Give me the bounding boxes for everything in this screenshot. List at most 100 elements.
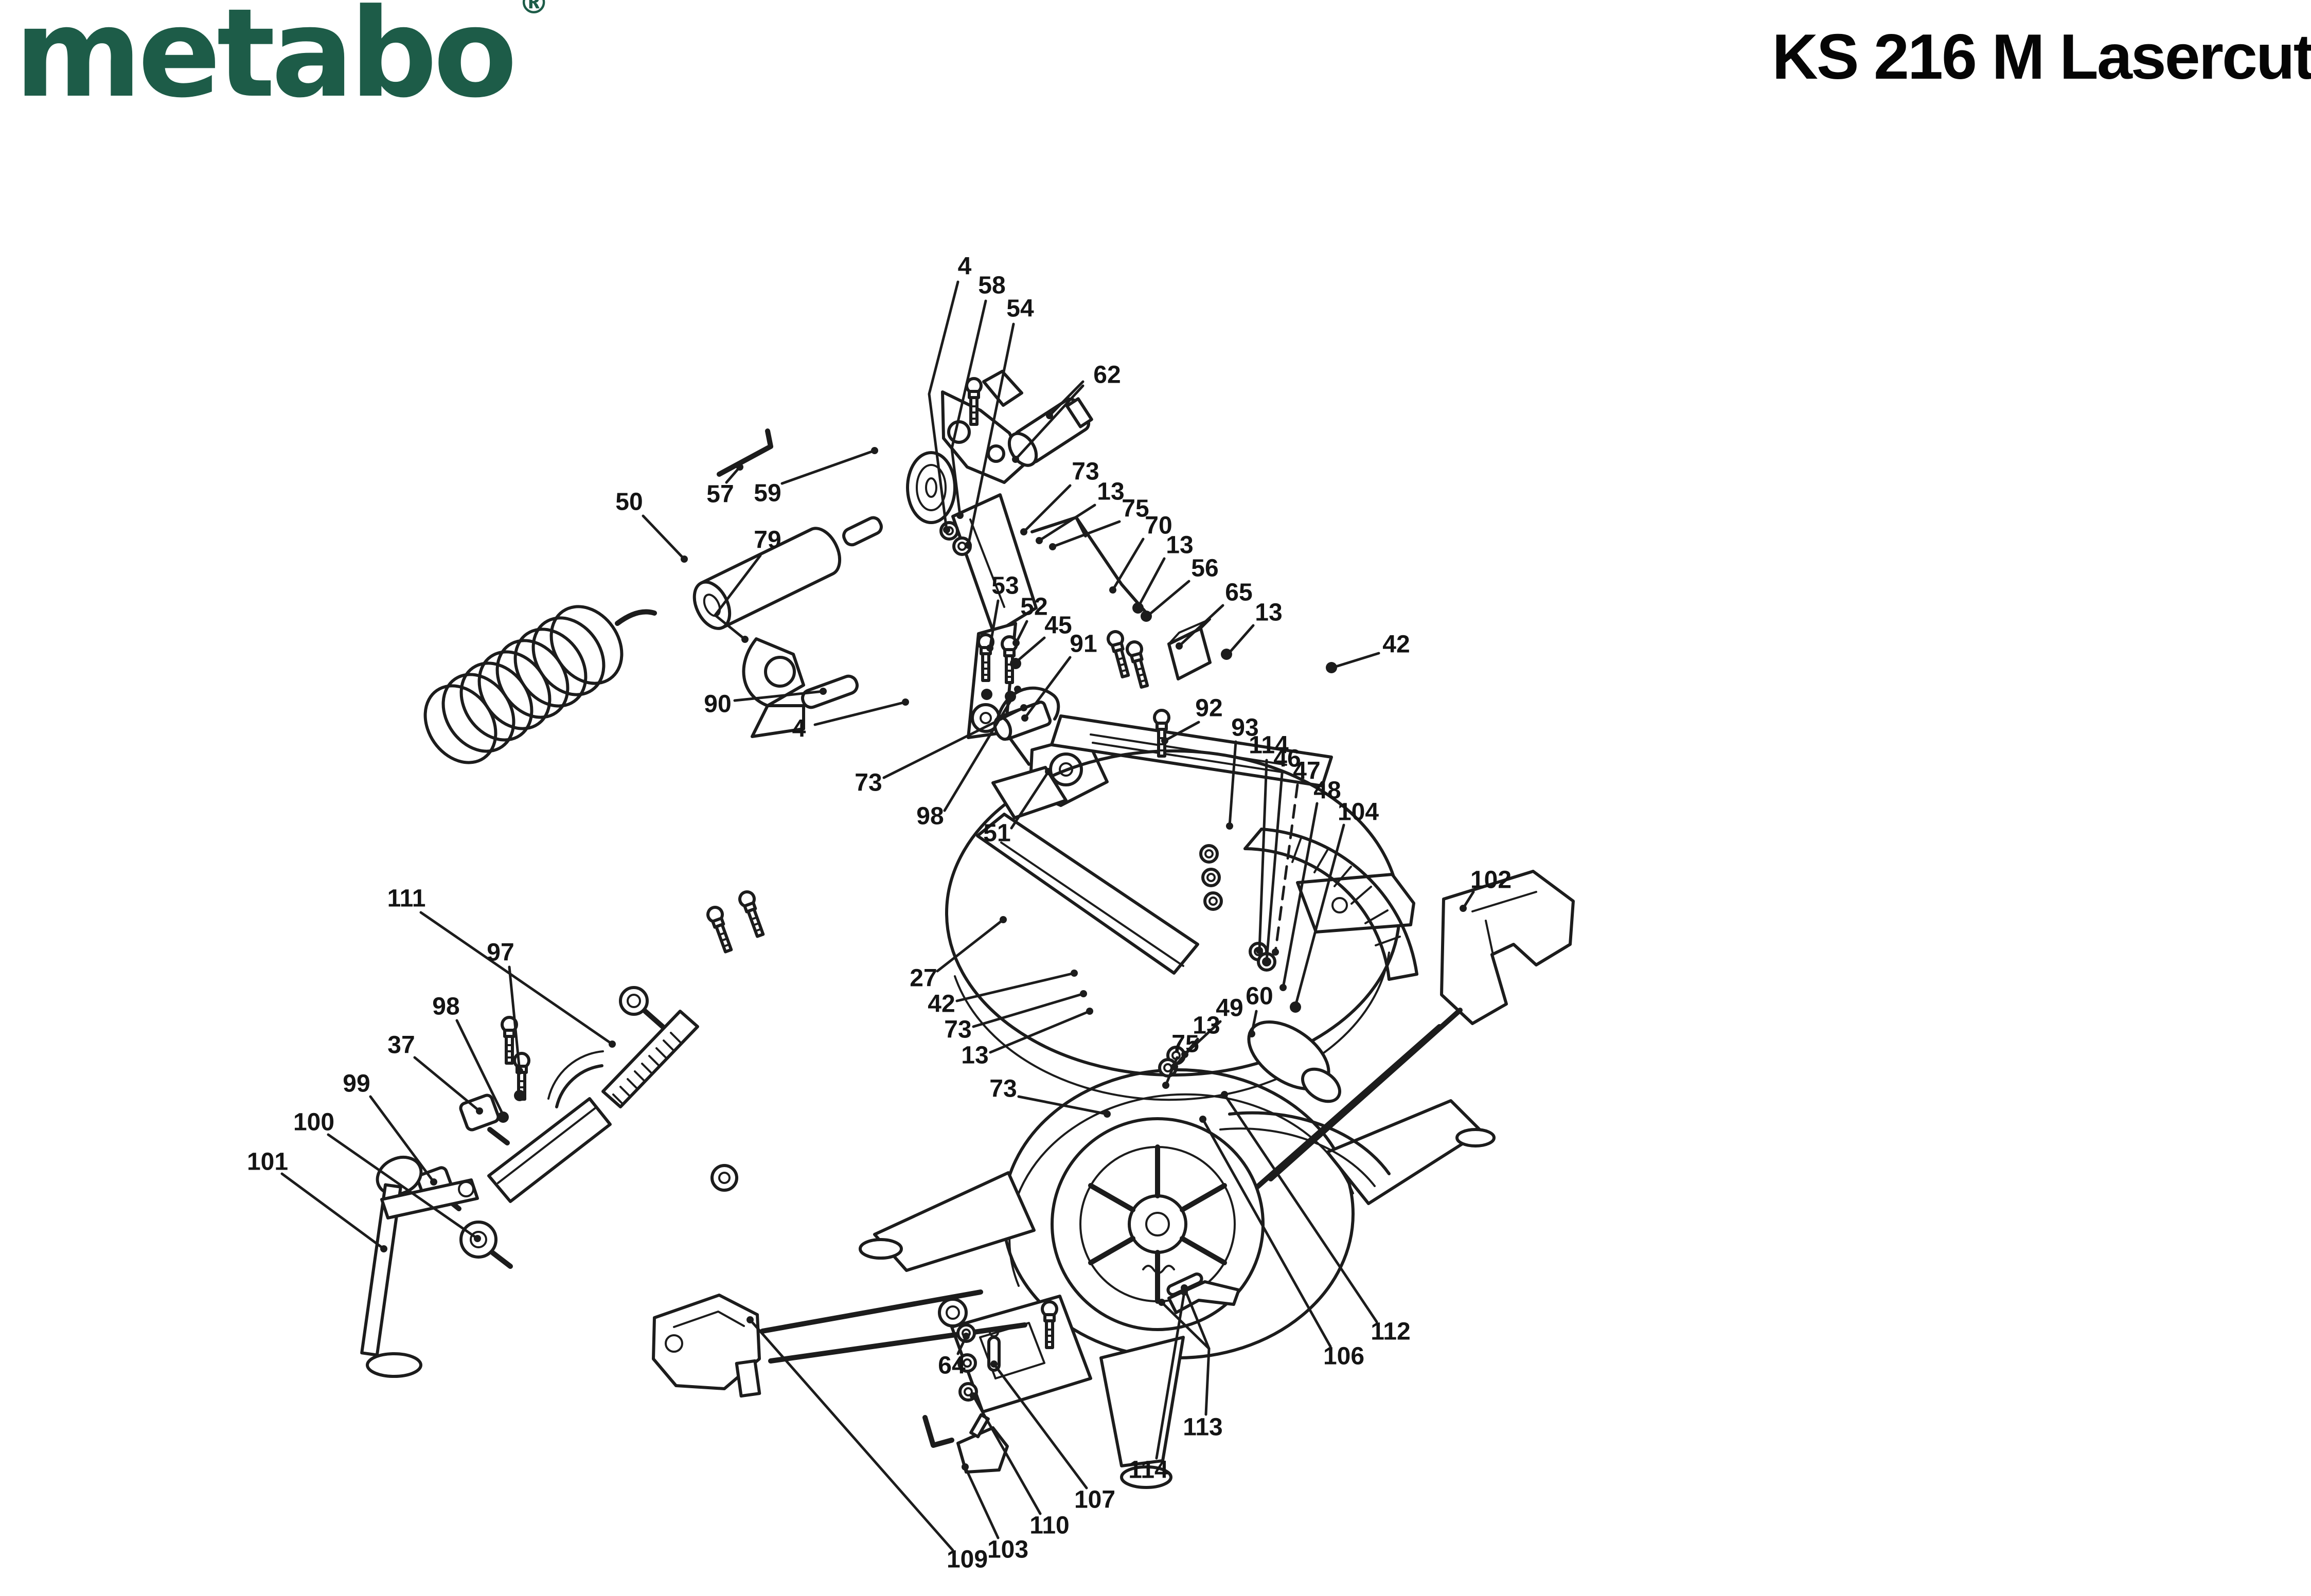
leader-endpoint [1012, 456, 1019, 463]
leader-endpoint [1086, 1008, 1093, 1015]
leader-endpoint [1080, 990, 1087, 997]
leader-endpoint [1181, 1288, 1188, 1296]
part-number-label: 93 [1231, 714, 1258, 742]
leader-endpoint [1158, 1299, 1165, 1306]
part-number-label: 114 [1128, 1457, 1168, 1484]
callout-73: 73 [989, 1075, 1111, 1118]
callout-75: 75 [1049, 495, 1149, 550]
leader-line [1010, 770, 1050, 830]
leader-line [1160, 1301, 1211, 1350]
callout-60: 60 [1246, 983, 1273, 1037]
part-number-label: 4 [792, 715, 806, 743]
callout-13: 13 [1134, 532, 1194, 611]
callout-52: 52 [1012, 594, 1048, 647]
leader-line [1265, 772, 1284, 962]
leader-line [992, 1362, 1088, 1490]
callout-49: 49 [1181, 995, 1243, 1058]
part-number-label: 37 [387, 1032, 415, 1059]
part-number-label: 98 [432, 993, 459, 1020]
leader-line [989, 1010, 1091, 1054]
callout-107: 107 [990, 1360, 1115, 1514]
callout-58: 58 [950, 272, 1006, 519]
leader-endpoint [1279, 984, 1287, 991]
part-number-label: 101 [247, 1149, 288, 1176]
leader-endpoint [1256, 947, 1263, 954]
leader-endpoint [736, 463, 743, 471]
leader-endpoint [1144, 613, 1151, 620]
leader-endpoint [1104, 1110, 1111, 1118]
leader-line [1294, 823, 1345, 1008]
callout-106: 106 [1199, 1116, 1364, 1370]
leader-endpoint [820, 688, 827, 695]
leader-line [455, 1019, 505, 1117]
leader-line [964, 1465, 1000, 1539]
part-number-label: 52 [1020, 594, 1047, 621]
leader-endpoint [970, 1392, 977, 1400]
part-number-label: 73 [1072, 458, 1099, 486]
callout-114: 114 [1128, 1288, 1188, 1484]
callout-50: 50 [615, 489, 688, 563]
leader-line [413, 1056, 481, 1113]
leader-endpoint [986, 644, 993, 652]
leader-endpoint [990, 1360, 998, 1368]
callout-99: 99 [343, 1070, 437, 1186]
leader-endpoint [516, 1067, 523, 1074]
leader-line [928, 280, 959, 531]
leader-line [813, 701, 907, 726]
callout-101: 101 [247, 1149, 387, 1252]
part-number-label: 51 [983, 820, 1010, 847]
metabo-logo: metabo® [14, 0, 549, 128]
leader-line [1015, 620, 1028, 644]
callout-48: 48 [1279, 777, 1341, 991]
part-number-label: 100 [293, 1109, 334, 1136]
part-number-label: 47 [1293, 758, 1320, 785]
leader-endpoint [1071, 970, 1078, 977]
leader-endpoint [1036, 537, 1043, 544]
callout-93: 93 [1226, 714, 1259, 830]
callout-13: 13 [1036, 478, 1125, 544]
part-number-label: 104 [1338, 799, 1379, 826]
leader-line [955, 972, 1076, 1002]
leader-endpoint [1021, 714, 1028, 722]
part-number-label: 92 [1195, 695, 1222, 722]
leader-line [1164, 1056, 1179, 1087]
leader-line [988, 599, 1000, 650]
callout-111: 111 [387, 885, 616, 1048]
callout-51: 51 [983, 768, 1052, 847]
leader-line [1051, 520, 1121, 548]
callout-37: 37 [387, 1032, 483, 1115]
callout-114: 114 [1249, 732, 1289, 954]
leader-line [749, 1318, 954, 1552]
callout-100: 100 [293, 1109, 481, 1242]
callout-104: 104 [1292, 799, 1379, 1010]
part-number-label: 60 [1246, 983, 1273, 1010]
leader-line [642, 514, 686, 561]
part-number-label: 13 [1166, 532, 1193, 559]
callout-56: 56 [1144, 555, 1219, 620]
leader-endpoint [902, 698, 909, 706]
leader-endpoint [871, 447, 878, 454]
part-number-label: 58 [978, 272, 1005, 299]
callout-4: 4 [928, 253, 972, 533]
callout-90: 90 [704, 688, 827, 718]
latch-rod-drawing [1030, 516, 1150, 617]
callout-65: 65 [1176, 579, 1253, 650]
callout-45: 45 [1012, 612, 1072, 666]
callout-57: 57 [706, 463, 743, 508]
part-number-label: 114 [1249, 732, 1289, 759]
leader-endpoint [1329, 664, 1336, 671]
handle-coupling-drawing [1007, 397, 1093, 467]
leader-line [1258, 759, 1268, 952]
part-number-label: 75 [1122, 495, 1149, 523]
callout-13: 13 [1224, 599, 1283, 658]
callout-42: 42 [928, 970, 1078, 1018]
leader-endpoint [1014, 686, 1021, 693]
callout-102: 102 [1460, 867, 1512, 912]
callout-53: 53 [986, 572, 1019, 652]
part-number-label: 53 [991, 572, 1019, 600]
leader-endpoint [681, 555, 688, 563]
depth-stop-drawing [360, 1093, 513, 1378]
callout-110: 110 [970, 1392, 1070, 1539]
page-title: KS 216 M Lasercut [1772, 22, 2311, 93]
callout-27: 27 [910, 916, 1007, 992]
